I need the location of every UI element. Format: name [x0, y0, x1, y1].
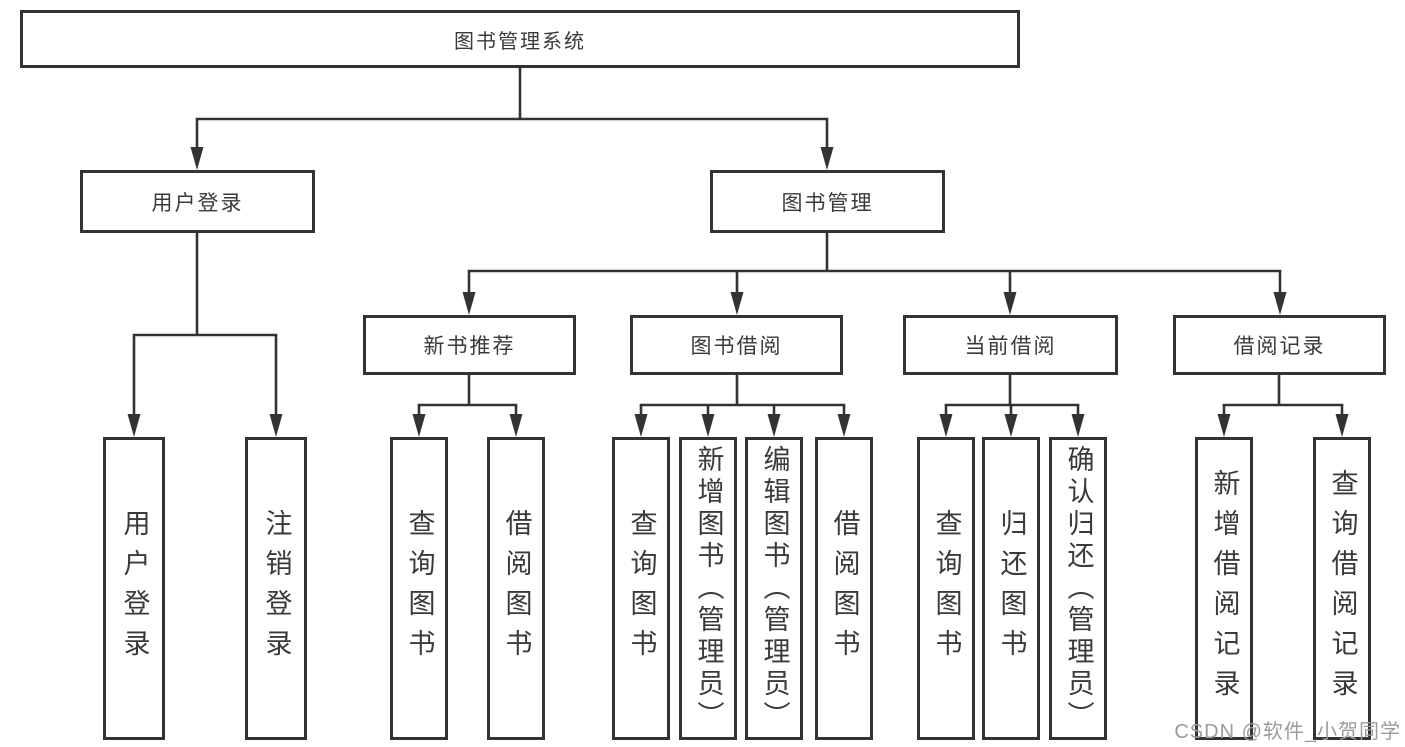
leaf-label: 查询图书 [626, 508, 657, 669]
leaf-add-books-admin: 新增图书（管理员） [679, 437, 737, 740]
leaf-label: 编辑图书（管理员） [759, 444, 790, 733]
leaf-label: 借阅图书 [501, 508, 532, 669]
node-new-book-recommend: 新书推荐 [363, 315, 576, 375]
leaf-label: 新增借阅记录 [1209, 468, 1240, 709]
node-label: 图书借阅 [690, 335, 783, 358]
node-label: 当前借阅 [964, 335, 1057, 358]
leaf-label: 用户登录 [119, 508, 150, 669]
node-user-login: 用户登录 [80, 170, 315, 233]
leaf-confirm-return-admin: 确认归还（管理员） [1049, 437, 1107, 740]
csdn-watermark: CSDN @软件_小贺同学 [1174, 721, 1401, 743]
leaf-logout: 注销登录 [245, 437, 307, 740]
leaf-label: 新增图书（管理员） [693, 444, 724, 733]
node-label: 用户登录 [151, 191, 244, 215]
leaf-edit-books-admin: 编辑图书（管理员） [745, 437, 803, 740]
connector-book-mgmt-to-level3 [462, 233, 1287, 315]
leaf-label: 查询借阅记录 [1327, 468, 1358, 709]
connector-new-book-rec-to-leaves [412, 375, 523, 437]
connector-user-login-to-leaves [127, 233, 283, 437]
leaf-label: 查询图书 [931, 508, 962, 669]
connector-root-to-level2 [190, 68, 834, 170]
connector-book-borrow-to-leaves [634, 375, 851, 437]
leaf-return-books: 归还图书 [982, 437, 1040, 740]
leaf-label: 借阅图书 [829, 508, 860, 669]
node-root-system: 图书管理系统 [20, 10, 1020, 68]
leaf-user-login: 用户登录 [103, 437, 165, 740]
node-label: 借阅记录 [1233, 335, 1326, 358]
node-book-management: 图书管理 [710, 170, 945, 233]
node-label: 图书管理 [781, 191, 874, 215]
connector-borrow-records-to-leaves [1217, 375, 1349, 437]
leaf-query-books-current: 查询图书 [917, 437, 975, 740]
leaf-label: 归还图书 [996, 508, 1027, 669]
leaf-label: 查询图书 [404, 508, 435, 669]
connector-current-borrow-to-leaves [939, 375, 1085, 437]
node-current-borrowing: 当前借阅 [903, 315, 1118, 375]
leaf-query-borrow-record: 查询借阅记录 [1313, 437, 1371, 740]
leaf-add-borrow-record: 新增借阅记录 [1195, 437, 1253, 740]
node-borrowing-records: 借阅记录 [1173, 315, 1386, 375]
leaf-query-books-recommend: 查询图书 [390, 437, 448, 740]
node-book-borrowing: 图书借阅 [630, 315, 843, 375]
leaf-query-books-borrow: 查询图书 [612, 437, 670, 740]
leaf-borrow-books-recommend: 借阅图书 [487, 437, 545, 740]
node-label: 图书管理系统 [454, 30, 586, 53]
leaf-label: 注销登录 [261, 508, 292, 669]
node-label: 新书推荐 [423, 335, 516, 358]
leaf-label: 确认归还（管理员） [1063, 444, 1094, 733]
leaf-borrow-books: 借阅图书 [815, 437, 873, 740]
